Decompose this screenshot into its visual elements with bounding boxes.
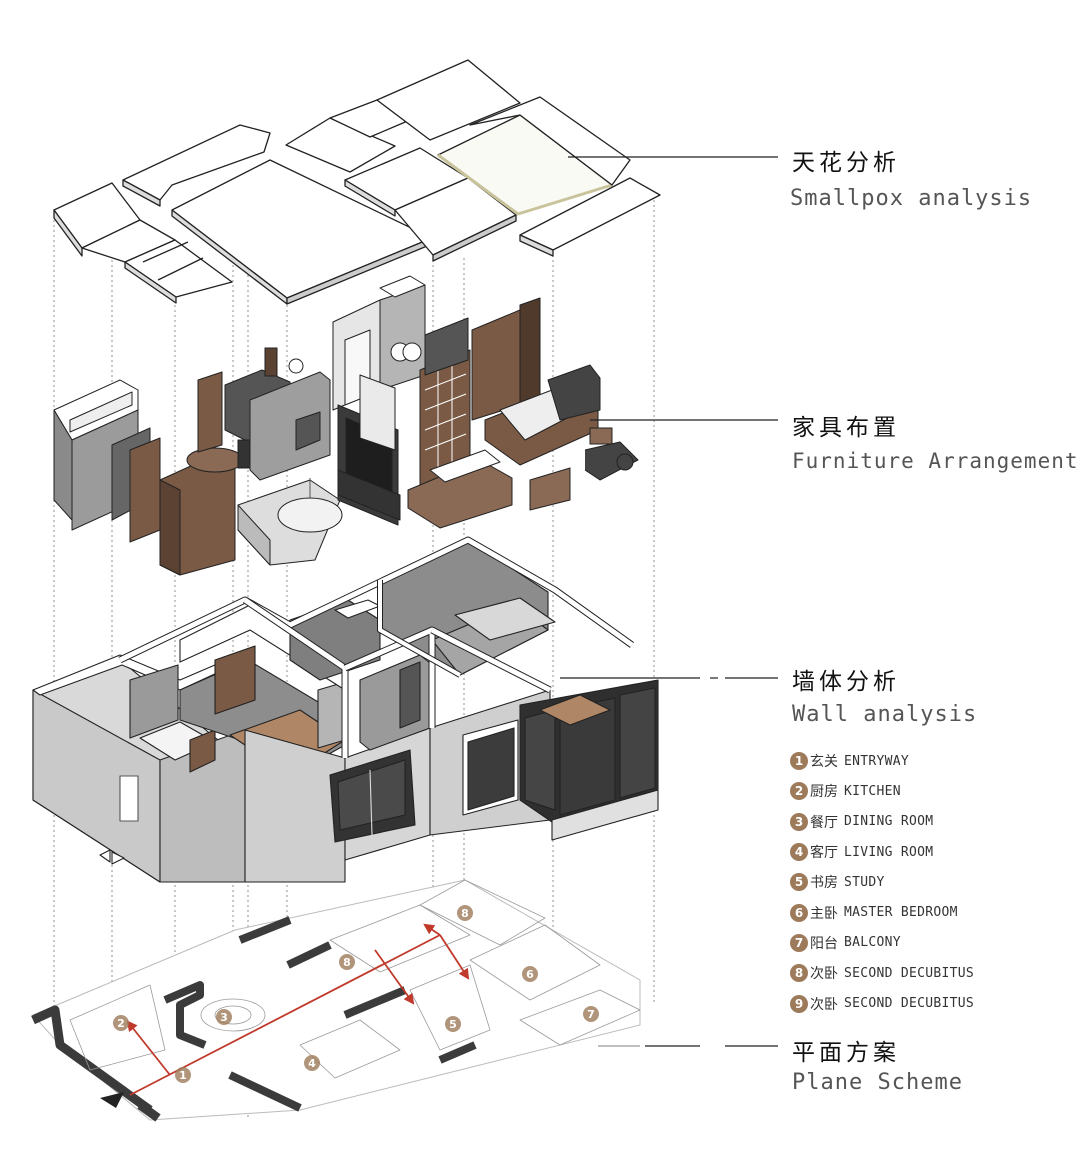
legend-zh: 餐厅 — [810, 814, 838, 831]
svg-text:8: 8 — [461, 907, 469, 920]
ceiling-title-zh: 天花分析 — [792, 150, 900, 176]
plan-marker-8b: 8 — [339, 954, 355, 970]
legend-en: LIVING ROOM — [844, 844, 934, 860]
plan-marker-4: 4 — [304, 1055, 320, 1071]
wall-title-en: Wall analysis — [792, 702, 978, 727]
legend-number: 6 — [790, 903, 808, 922]
legend-item: 6 主卧 MASTER BEDROOM — [790, 897, 1070, 927]
legend-number: 4 — [790, 843, 808, 862]
legend-en: ENTRYWAY — [844, 753, 910, 769]
plan-marker-6: 6 — [522, 966, 538, 982]
plan-marker-2: 2 — [113, 1015, 129, 1031]
legend-zh: 厨房 — [810, 784, 838, 801]
svg-text:3: 3 — [220, 1011, 228, 1024]
legend-number: 3 — [790, 812, 808, 831]
legend-number: 7 — [790, 933, 808, 952]
leader-lines — [560, 156, 778, 1047]
svg-text:4: 4 — [308, 1057, 316, 1070]
svg-text:2: 2 — [117, 1017, 125, 1030]
legend-item: 3 餐厅 DINING ROOM — [790, 807, 1070, 837]
legend-item: 1 玄关 ENTRYWAY — [790, 746, 1070, 776]
legend-item: 5 书房 STUDY — [790, 867, 1070, 897]
legend-number: 1 — [790, 752, 808, 771]
furniture-title-zh: 家具布置 — [792, 415, 900, 441]
wall-layer — [32, 536, 659, 883]
plan-layer — [31, 879, 641, 1122]
wall-title-zh: 墙体分析 — [792, 669, 900, 695]
svg-text:8: 8 — [343, 956, 351, 969]
svg-text:5: 5 — [449, 1018, 457, 1031]
plan-room-markers: 1 2 3 4 5 6 7 8 8 — [113, 905, 599, 1083]
legend-en: BALCONY — [844, 935, 901, 951]
plan-title-zh: 平面方案 — [792, 1040, 900, 1066]
ceiling-title-en: Smallpox analysis — [790, 186, 1033, 211]
legend-item: 4 客厅 LIVING ROOM — [790, 837, 1070, 867]
legend-en: KITCHEN — [844, 783, 901, 799]
legend-item: 9 次卧 SECOND DECUBITUS — [790, 988, 1070, 1018]
furniture-layer — [53, 275, 639, 576]
legend-en: MASTER BEDROOM — [844, 905, 958, 921]
plan-marker-5: 5 — [445, 1016, 461, 1032]
legend-number: 9 — [790, 994, 808, 1013]
legend-item: 8 次卧 SECOND DECUBITUS — [790, 958, 1070, 988]
legend-zh: 玄关 — [810, 754, 838, 771]
svg-text:1: 1 — [179, 1069, 187, 1082]
legend-item: 7 阳台 BALCONY — [790, 928, 1070, 958]
legend-zh: 阳台 — [810, 935, 838, 952]
plan-marker-1: 1 — [175, 1067, 191, 1083]
furniture-title-en: Furniture Arrangement — [792, 449, 1079, 473]
legend-zh: 次卧 — [810, 966, 838, 983]
legend-zh: 书房 — [810, 875, 838, 892]
legend-number: 2 — [790, 782, 808, 801]
legend-zh: 次卧 — [810, 996, 838, 1013]
room-legend: 1 玄关 ENTRYWAY 2 厨房 KITCHEN 3 餐厅 DINING R… — [790, 746, 1070, 1019]
legend-number: 5 — [790, 873, 808, 892]
plan-title-en: Plane Scheme — [792, 1070, 963, 1095]
legend-zh: 客厅 — [810, 845, 838, 862]
legend-zh: 主卧 — [810, 905, 838, 922]
svg-text:6: 6 — [526, 968, 534, 981]
legend-en: SECOND DECUBITUS — [844, 965, 975, 981]
plan-marker-7: 7 — [583, 1006, 599, 1022]
ceiling-layer — [53, 59, 661, 305]
svg-text:7: 7 — [587, 1008, 595, 1021]
legend-item: 2 厨房 KITCHEN — [790, 776, 1070, 806]
plan-marker-8a: 8 — [457, 905, 473, 921]
legend-en: SECOND DECUBITUS — [844, 996, 975, 1012]
plan-marker-3: 3 — [216, 1009, 232, 1025]
legend-number: 8 — [790, 964, 808, 983]
legend-en: STUDY — [844, 874, 885, 890]
legend-en: DINING ROOM — [844, 814, 934, 830]
